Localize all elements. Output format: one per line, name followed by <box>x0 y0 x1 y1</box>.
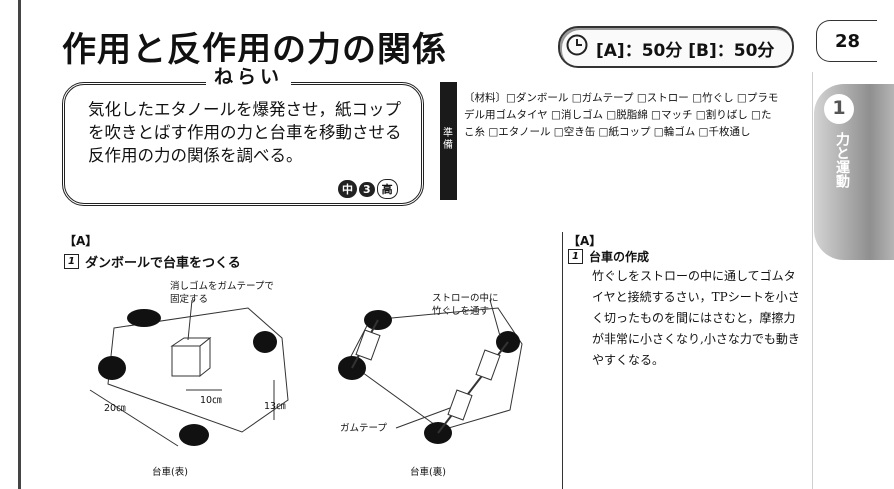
grade-badge-middle: 中 <box>338 180 357 198</box>
grade-badge-high: 高 <box>376 179 398 199</box>
grade-badges: 中 3 高 <box>338 179 398 199</box>
clock-icon <box>566 34 588 56</box>
cart-front-body <box>107 307 289 433</box>
tape-label: ガムテープ <box>340 423 387 434</box>
dim-13cm: 13㎝ <box>264 401 286 412</box>
cart-explanation: 竹ぐしをストローの中に通してゴムタイヤと接続するさい，TPシートを小さく切ったも… <box>592 269 800 367</box>
leader-line <box>395 407 451 429</box>
dimension-line <box>89 389 179 447</box>
left-step-heading: 1 ダンボールで台車をつくる <box>64 252 241 271</box>
eraser-side <box>199 336 211 378</box>
right-column-line <box>812 72 813 489</box>
wheel-icon <box>253 331 277 353</box>
prep-label: 準備 <box>443 128 453 151</box>
page-number-box: 28 <box>816 20 877 62</box>
time-text: [A]：50分 [B]：50分 <box>596 41 775 61</box>
leader-line <box>489 299 501 337</box>
right-step-heading: 1 台車の作成 <box>568 248 649 265</box>
right-step-number: 1 <box>568 249 583 264</box>
page-number: 28 <box>835 31 861 52</box>
dim-20cm: 20㎝ <box>104 403 126 414</box>
eraser-block <box>171 345 201 377</box>
tape-piece <box>475 349 501 381</box>
left-border <box>18 0 21 489</box>
wheel-icon <box>127 309 161 327</box>
caption-front: 台車(表) <box>152 467 188 478</box>
aim-text: 気化したエタノールを爆発させ，紙コップを吹きとばす作用の力と台車を移動させる反作… <box>88 100 402 165</box>
left-step-title: ダンボールで台車をつくる <box>85 256 241 271</box>
right-step-title: 台車の作成 <box>589 250 650 264</box>
cart-diagram <box>89 299 523 447</box>
aim-label: ねらい <box>206 62 292 89</box>
note-eraser: 消しゴムをガムテープで 固定する <box>170 281 274 305</box>
left-section-label: 【A】 <box>64 234 98 248</box>
wheel-icon <box>179 424 209 446</box>
time-box: [A]：50分 [B]：50分 <box>558 26 794 68</box>
chapter-label: 力と運動 <box>834 132 850 188</box>
prep-bar: 準備 <box>440 82 457 200</box>
caption-back: 台車(裏) <box>410 467 446 478</box>
leader-line <box>187 299 193 341</box>
materials-list: 〔材料〕□ダンボール □ガムテープ □ストロー □竹ぐし □プラモデル用ゴムタイ… <box>464 92 779 138</box>
chapter-tab: 1 力と運動 <box>814 84 894 260</box>
right-section-label: 【A】 <box>568 234 602 248</box>
chapter-number-circle: 1 <box>824 94 854 124</box>
chapter-number: 1 <box>832 97 846 119</box>
tape-piece <box>447 389 473 421</box>
tape-piece <box>355 329 381 361</box>
column-divider <box>562 232 563 489</box>
dim-10cm: 10㎝ <box>200 395 222 406</box>
left-step-number: 1 <box>64 254 79 269</box>
wheel-icon <box>98 356 126 380</box>
grade-badge-year: 3 <box>359 181 375 197</box>
